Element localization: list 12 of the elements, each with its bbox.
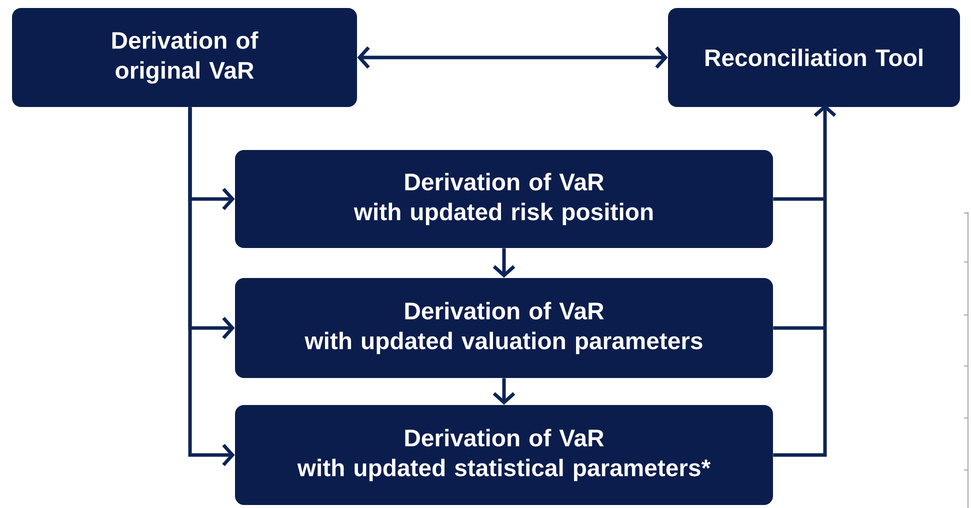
process-box: Derivation of VaR with updated risk position (235, 150, 773, 248)
arrow (357, 46, 668, 69)
arrow (492, 378, 516, 405)
line (773, 197, 825, 201)
process-box: Derivation of VaR with updated statistical parameters* (235, 405, 773, 505)
process-box: Derivation of VaR with updated valuation parameters (235, 278, 773, 378)
process-box: Derivation of original VaR (12, 8, 357, 107)
arrow (492, 248, 516, 278)
arrow (188, 107, 235, 466)
line (773, 326, 825, 330)
arrow (773, 104, 836, 457)
process-box: Reconciliation Tool (668, 8, 960, 107)
